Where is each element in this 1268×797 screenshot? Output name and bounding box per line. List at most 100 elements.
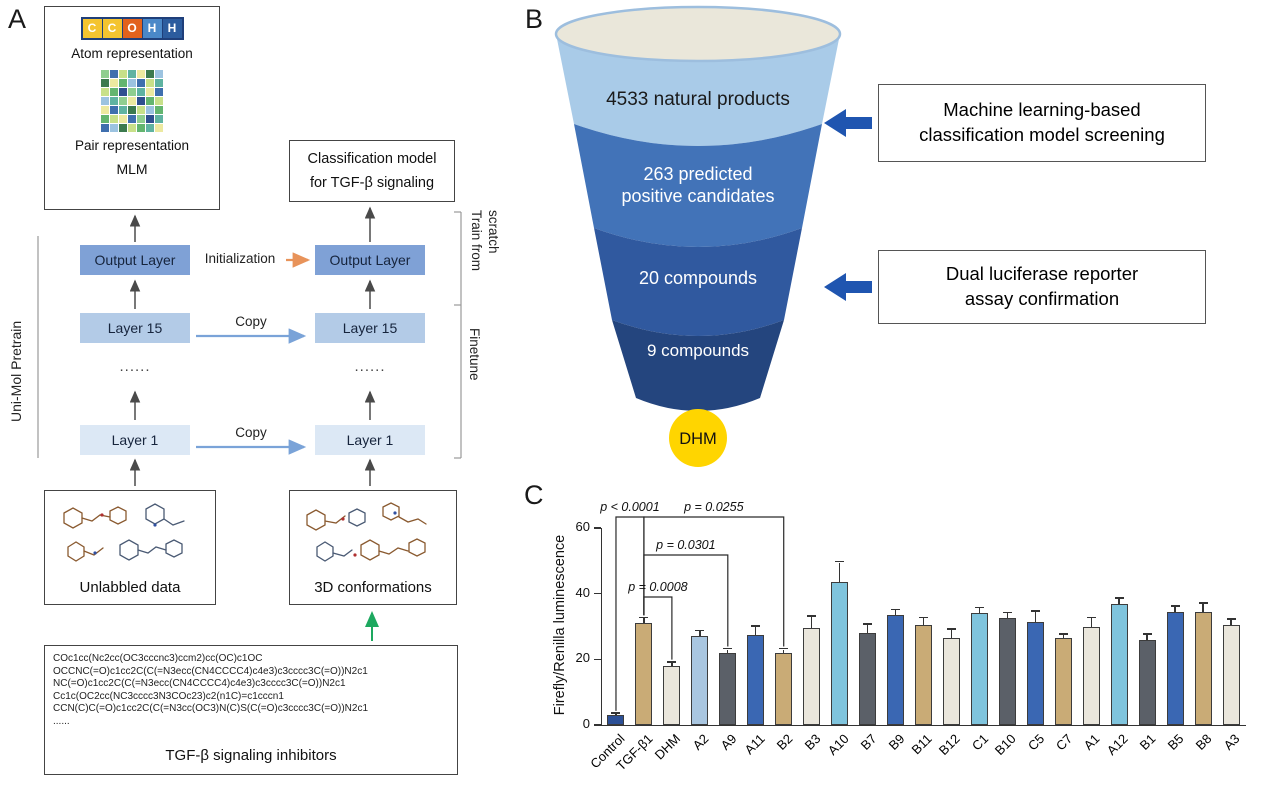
pair-grid-cell — [128, 88, 136, 96]
error-bar-cap — [639, 616, 649, 619]
pair-grid-cell — [146, 106, 154, 114]
pair-grid-cell — [119, 97, 127, 105]
error-bar — [1118, 598, 1120, 604]
error-bar — [615, 713, 617, 716]
error-bar-cap — [1030, 610, 1040, 612]
bar — [1222, 624, 1240, 725]
x-tick-label: B3 — [801, 731, 824, 753]
pair-grid-cell — [101, 115, 109, 123]
x-tick-label: C7 — [1052, 731, 1075, 754]
bar — [1166, 611, 1184, 725]
bar — [1194, 611, 1212, 725]
pair-grid-cell — [146, 124, 154, 132]
inhibitors-label: TGF-β signaling inhibitors — [165, 747, 337, 764]
funnel-band-label: 4533 natural products — [606, 89, 790, 110]
pair-grid-cell — [110, 79, 118, 87]
error-bar — [699, 631, 701, 637]
error-bar — [1174, 606, 1176, 612]
y-tick-mark — [594, 592, 601, 595]
bar — [1026, 621, 1044, 725]
pair-grid-cell — [119, 88, 127, 96]
pair-grid-cell — [146, 88, 154, 96]
bar — [1054, 638, 1072, 725]
error-bar-cap — [723, 647, 733, 650]
error-bar — [755, 626, 757, 635]
error-bar-cap — [1226, 618, 1236, 620]
error-bar-cap — [835, 560, 845, 563]
error-bar — [838, 562, 841, 583]
finetune-label: Finetune — [467, 328, 482, 381]
x-tick-label: B8 — [1192, 731, 1215, 753]
error-bar-cap — [751, 625, 761, 627]
x-tick-label: A1 — [1081, 731, 1103, 753]
pair-grid-cell — [137, 106, 145, 114]
smiles-line: Cc1c(OC2cc(NC3cccc3N3COc23)c2(n1C)=c1ccc… — [53, 690, 284, 702]
x-tick-label: A9 — [717, 731, 740, 753]
pair-grid-cell — [110, 124, 118, 132]
funnel-band — [574, 124, 822, 247]
luciferase-callout-line-2: assay confirmation — [964, 288, 1120, 309]
sig-label: p = 0.0255 — [683, 500, 743, 514]
error-bar-cap — [891, 608, 901, 611]
smiles-line: OCCNC(=O)c1cc2C(C(=N3ecc(CN4CCCC4)c4e3)c… — [53, 665, 368, 677]
error-bar-cap — [779, 647, 789, 650]
pair-grid-cell — [155, 106, 163, 114]
pair-grid-cell — [110, 97, 118, 105]
bar — [859, 633, 877, 725]
funnel-band — [594, 228, 802, 336]
screening-callout-line-1: Machine learning-based — [943, 99, 1141, 121]
smiles-line: ...... — [53, 715, 70, 727]
panel-c-label: C — [524, 480, 544, 510]
pair-grid-cell — [101, 106, 109, 114]
error-bar — [922, 618, 925, 625]
x-tick-label: B11 — [908, 731, 936, 758]
error-bar — [643, 618, 645, 624]
pair-grid-cell — [146, 70, 154, 78]
pair-grid-cell — [155, 79, 163, 87]
bar — [663, 665, 681, 725]
error-bar-cap — [1170, 605, 1180, 607]
pair-grid-cell — [146, 97, 154, 105]
luciferase-callout-line-1: Dual luciferase reporter — [945, 263, 1139, 285]
copy-label-1: Copy — [235, 314, 267, 329]
train-from-scratch-label: Train from scratch — [468, 210, 501, 272]
funnel-band-label: 9 compounds — [647, 341, 749, 360]
bar — [1082, 626, 1100, 725]
x-tick-label: B10 — [992, 731, 1019, 758]
pair-grid-cell — [128, 124, 136, 132]
funnel-band — [556, 34, 840, 146]
pair-grid-cell — [128, 79, 136, 87]
sig-label: p < 0.0001 — [599, 500, 659, 514]
x-tick-label: B12 — [936, 731, 964, 758]
atom-block: H — [162, 19, 182, 38]
layer-box: Output Layer — [80, 245, 190, 275]
pair-grid-cell — [110, 115, 118, 123]
luciferase-callout: Dual luciferase reporter assay confirmat… — [878, 250, 1206, 324]
funnel-callout-arrow-icon — [824, 109, 872, 137]
pair-grid-cell — [110, 106, 118, 114]
atom-block: C — [102, 19, 123, 38]
pair-grid-cell — [146, 79, 154, 87]
pair-grid-cell — [119, 115, 127, 123]
smiles-line: CCN(C)C(=O)c1cc2C(C(=N3cc(OC3)N(C)S(C(=O… — [53, 703, 369, 715]
smiles-line: NC(=O)c1cc2C(C(=N3ecc(CN4CCCC4)c4e3)c3cc… — [53, 678, 346, 690]
atom-block: C — [82, 19, 103, 38]
funnel-band-label: 20 compounds — [639, 268, 757, 288]
screening-callout-line-2: classification model screening — [919, 124, 1165, 145]
unlabeled-data-box: Unlabbled data — [44, 490, 216, 605]
classification-line-1: Classification model — [307, 151, 437, 167]
pair-grid-cell — [101, 124, 109, 132]
pair-grid-cell — [155, 70, 163, 78]
funnel-band — [612, 320, 784, 411]
panel-a-label: A — [8, 4, 27, 34]
error-bar — [727, 649, 729, 653]
pair-grid-cell — [128, 70, 136, 78]
error-bar-cap — [919, 616, 928, 619]
error-bar — [671, 662, 673, 666]
bar — [635, 623, 653, 725]
